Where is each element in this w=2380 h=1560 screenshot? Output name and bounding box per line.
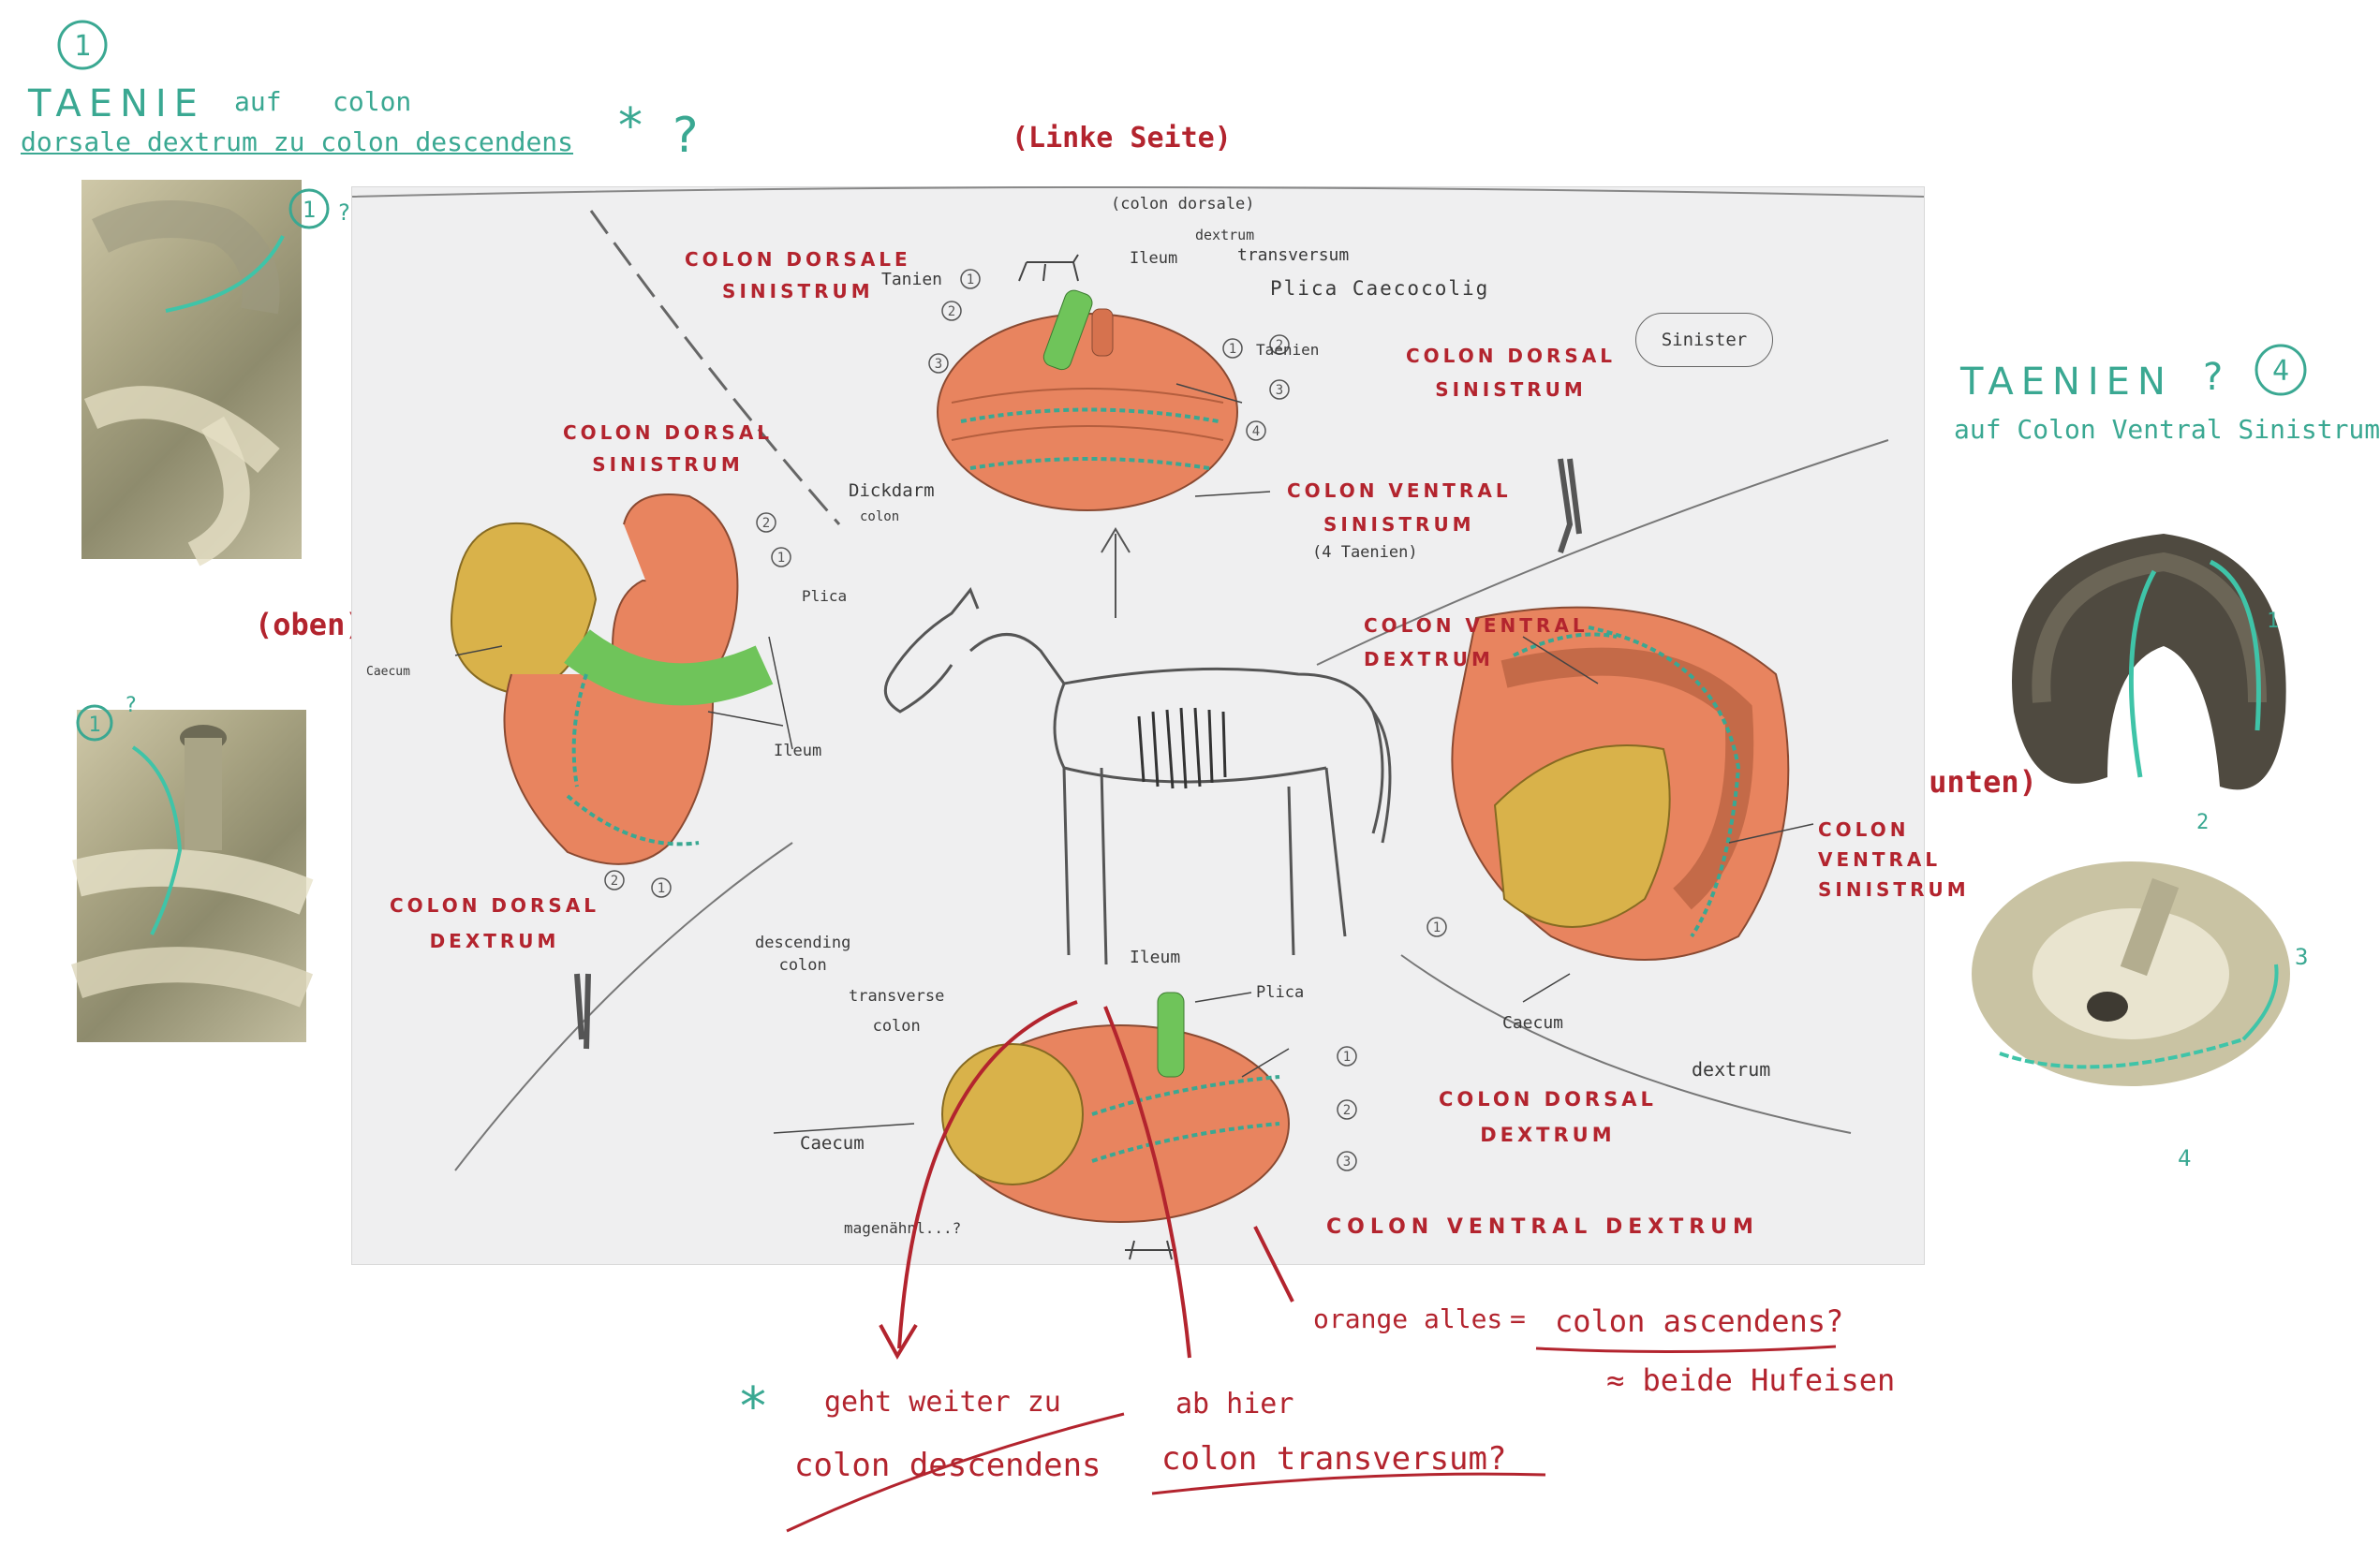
note-ab-hier: ab hier — [1175, 1388, 1294, 1420]
anatomy-photo-3: 1 2 — [2012, 534, 2286, 834]
right-colon-drawing — [1451, 606, 1790, 961]
top-tanien: Tanien — [881, 270, 943, 289]
svg-text:1: 1 — [1343, 1050, 1351, 1065]
svg-text:3: 3 — [935, 357, 942, 372]
circle-number-icon: 1 ? — [288, 188, 350, 229]
svg-text:1: 1 — [303, 197, 316, 223]
svg-text:2: 2 — [2196, 811, 2209, 834]
top-plica: Plica Caecocolig — [1270, 277, 1490, 300]
label-oben: (oben) — [255, 607, 363, 642]
label-unten: (unten) — [1911, 764, 2037, 800]
svg-text:2: 2 — [762, 516, 770, 531]
small-horse-icon — [1558, 458, 1582, 553]
question-mark: ? — [2203, 356, 2224, 399]
note-colon-descendens: colon descendens — [794, 1447, 1101, 1484]
diagram-sheet: 1 2 3 1 2 3 4 2 1 2 1 1 1 2 3 COLON DORS… — [351, 186, 1966, 1264]
svg-text:2: 2 — [1276, 338, 1283, 353]
svg-text:3: 3 — [2295, 944, 2308, 970]
small-horse-icon — [574, 973, 591, 1050]
anatomy-photo-2 — [70, 710, 314, 1042]
svg-text:1: 1 — [658, 881, 665, 896]
top-ileum: Ileum — [1130, 249, 1178, 268]
svg-text:4: 4 — [2272, 355, 2289, 388]
top-colon-dorsale: (colon dorsale) — [1111, 195, 1255, 213]
bottom-colon-ventral-dextrum: COLON VENTRAL DEXTRUM — [1326, 1215, 1759, 1239]
question-mark: ? — [673, 108, 699, 164]
taenie-title: TAENIE — [28, 82, 205, 125]
top-dextrum: dextrum — [1195, 227, 1255, 243]
left-ileum: Ileum — [774, 742, 822, 760]
svg-text:1: 1 — [2267, 610, 2279, 633]
svg-text:2: 2 — [611, 874, 618, 889]
left-caecum: Caecum — [366, 665, 410, 679]
top-colon-drawing — [937, 289, 1238, 511]
horse-drawing — [883, 587, 1392, 965]
taenien-title: TAENIEN — [1960, 361, 2173, 404]
taenie-auf: auf — [234, 86, 282, 117]
svg-text:1: 1 — [1229, 342, 1236, 357]
horse-ribs-drawing — [1137, 707, 1227, 789]
svg-text:1: 1 — [967, 272, 974, 287]
svg-text:2: 2 — [1343, 1103, 1351, 1118]
anatomy-photo-1 — [81, 180, 302, 567]
left-colon-drawing — [451, 493, 774, 865]
colon-overlay-icon — [83, 200, 285, 567]
svg-text:1: 1 — [88, 714, 100, 737]
note-colon-ascendens: colon ascendens? — [1555, 1303, 1844, 1339]
svg-text:1: 1 — [1433, 920, 1441, 935]
circle-number-icon: 1 ? — [76, 694, 137, 742]
svg-text:?: ? — [125, 694, 137, 717]
right-dextrum: dextrum — [1692, 1058, 1771, 1081]
svg-text:1: 1 — [74, 30, 91, 63]
top-sinister: Sinister — [1635, 313, 1773, 367]
note-equals: = — [1510, 1303, 1526, 1334]
taenie-line2: dorsale dextrum zu colon descendens — [21, 126, 574, 157]
label-linke-seite: (Linke Seite) — [1012, 122, 1232, 155]
bottom-caecum: Caecum — [800, 1133, 865, 1154]
svg-text:3: 3 — [1276, 383, 1283, 398]
taenien-subtitle: auf Colon Ventral Sinistrum — [1954, 414, 2380, 445]
note-colon-transversum: colon transversum? — [1161, 1440, 1507, 1478]
note-orange-alles: orange alles — [1313, 1303, 1503, 1334]
circle-number-icon: 4 — [2254, 344, 2307, 396]
bottom-ileum: Ileum — [1130, 948, 1181, 967]
top-transversum: transversum — [1237, 245, 1350, 265]
taenie-colon: colon — [333, 86, 412, 117]
note-geht-weiter: geht weiter zu — [824, 1386, 1061, 1419]
svg-text:3: 3 — [1343, 1155, 1351, 1170]
top-taenien: Taenien — [1256, 341, 1320, 359]
svg-text:4: 4 — [2178, 1145, 2191, 1171]
star-mark: * — [618, 98, 643, 155]
small-horse-icon — [1125, 1240, 1176, 1260]
svg-text:4: 4 — [1252, 424, 1260, 439]
svg-text:2: 2 — [948, 304, 955, 319]
left-plica: Plica — [802, 587, 848, 605]
note-beide-hufeisen: ≈ beide Hufeisen — [1606, 1362, 1896, 1398]
bottom-magen: magenähnl...? — [844, 1219, 962, 1237]
right-caecum: Caecum — [1502, 1013, 1564, 1033]
small-horse-icon — [1018, 254, 1079, 282]
star-mark: * — [740, 1376, 766, 1437]
colon-overlay-icon — [70, 725, 314, 1008]
svg-text:?: ? — [337, 199, 350, 226]
svg-text:1: 1 — [777, 551, 785, 566]
diagram-drawing: 1 2 3 1 2 3 4 2 1 2 1 1 1 2 3 — [351, 186, 1925, 1260]
bottom-plica: Plica — [1256, 983, 1305, 1002]
anatomy-photo-4: 3 4 — [1972, 861, 2308, 1171]
circle-number-icon: 1 — [57, 20, 108, 70]
top-four-taenien: (4 Taenien) — [1312, 543, 1418, 562]
